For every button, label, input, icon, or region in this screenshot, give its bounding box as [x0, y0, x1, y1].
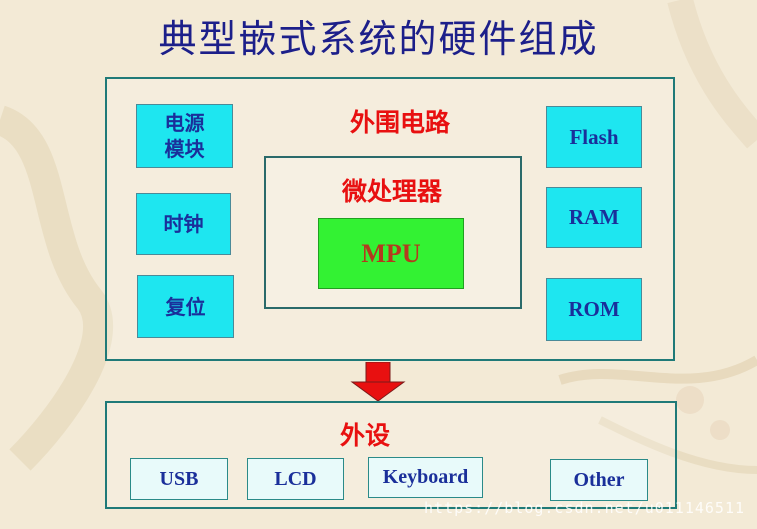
- watermark: https://blog.csdn.net/u011146511: [424, 499, 745, 517]
- power-module-box: 电源模块: [136, 104, 233, 168]
- lcd-device-label: LCD: [274, 467, 317, 490]
- clock-module-label: 时钟: [163, 212, 204, 236]
- flash-module-label: Flash: [569, 124, 619, 149]
- ram-module-label: RAM: [568, 205, 620, 229]
- mpu-box: MPU: [318, 218, 464, 289]
- reset-module-box: 复位: [137, 275, 234, 338]
- usb-device-box: USB: [130, 458, 228, 500]
- keyboard-device-label: Keyboard: [382, 466, 469, 488]
- microprocessor-label: 微处理器: [341, 177, 442, 206]
- rom-module-box: ROM: [546, 278, 642, 341]
- peripherals-label: 外设: [339, 421, 390, 450]
- lcd-device-box: LCD: [247, 458, 344, 500]
- clock-module-box: 时钟: [136, 193, 231, 255]
- other-device-label: Other: [573, 468, 625, 491]
- rom-module-label: ROM: [568, 297, 620, 321]
- power-module-label: 电源模块: [164, 111, 205, 161]
- usb-device-label: USB: [159, 467, 199, 490]
- diagram-title: 典型嵌式系统的硬件组成: [158, 17, 599, 61]
- ram-module-box: RAM: [546, 187, 642, 248]
- keyboard-device-box: Keyboard: [368, 457, 483, 498]
- mpu-label: MPU: [361, 238, 421, 268]
- peripheral-circuit-label: 外围电路: [349, 108, 450, 137]
- other-device-box: Other: [550, 459, 648, 501]
- flash-module-box: Flash: [546, 106, 642, 168]
- reset-module-label: 复位: [165, 294, 206, 319]
- down-arrow-icon: [350, 362, 406, 402]
